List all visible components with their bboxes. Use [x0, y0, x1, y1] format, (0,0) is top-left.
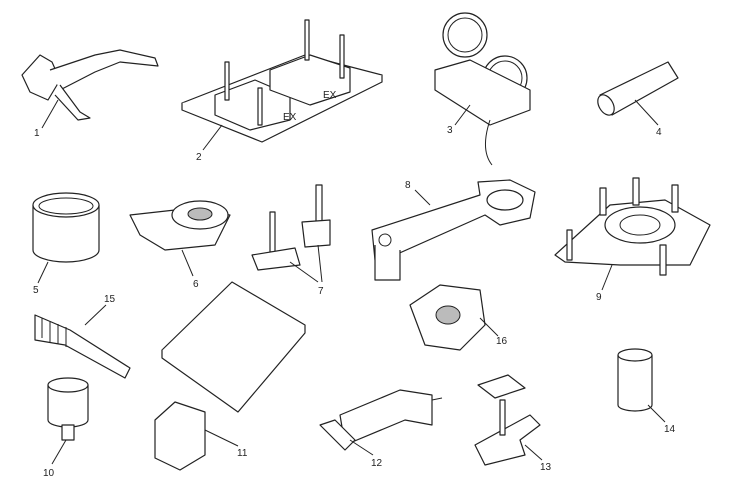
callout-8: 8 [405, 180, 411, 191]
tool-2-base-plate: EX EX [181, 19, 383, 151]
callout-3: 3 [447, 125, 453, 136]
tool-13-t-tool [474, 374, 543, 466]
callout-9: 9 [596, 292, 602, 303]
tool-10-adapter [47, 377, 89, 465]
callout-10: 10 [43, 468, 55, 479]
callout-1: 1 [34, 128, 40, 139]
tool-15-threaded-shaft [34, 304, 131, 379]
plate-marking: EX [323, 90, 337, 101]
tool-16-nut [409, 284, 499, 351]
tool-14-sleeve [617, 348, 666, 423]
callout-4: 4 [656, 127, 662, 138]
callout-13: 13 [540, 462, 552, 473]
tool-1-lever [21, 49, 159, 129]
callout-2: 2 [196, 152, 202, 163]
plate-marking: EX [283, 112, 297, 123]
tool-5-ring [32, 192, 100, 284]
tool-3-dial-gauge [434, 12, 531, 166]
callout-7: 7 [318, 286, 324, 297]
callout-5: 5 [33, 285, 39, 296]
tool-8-wrench [371, 179, 536, 281]
tool-12-bracket [319, 389, 443, 456]
tool-4-socket [597, 61, 679, 126]
callout-6: 6 [193, 279, 199, 290]
callout-16: 16 [496, 336, 508, 347]
tool-11-tray [154, 281, 306, 471]
callout-12: 12 [371, 458, 383, 469]
tool-9-fixture [554, 177, 711, 291]
tool-6-bracket [129, 200, 231, 277]
callout-11: 11 [237, 448, 248, 459]
callout-15: 15 [104, 294, 116, 305]
callout-14: 14 [664, 424, 676, 435]
tool-7-pins [251, 184, 331, 283]
